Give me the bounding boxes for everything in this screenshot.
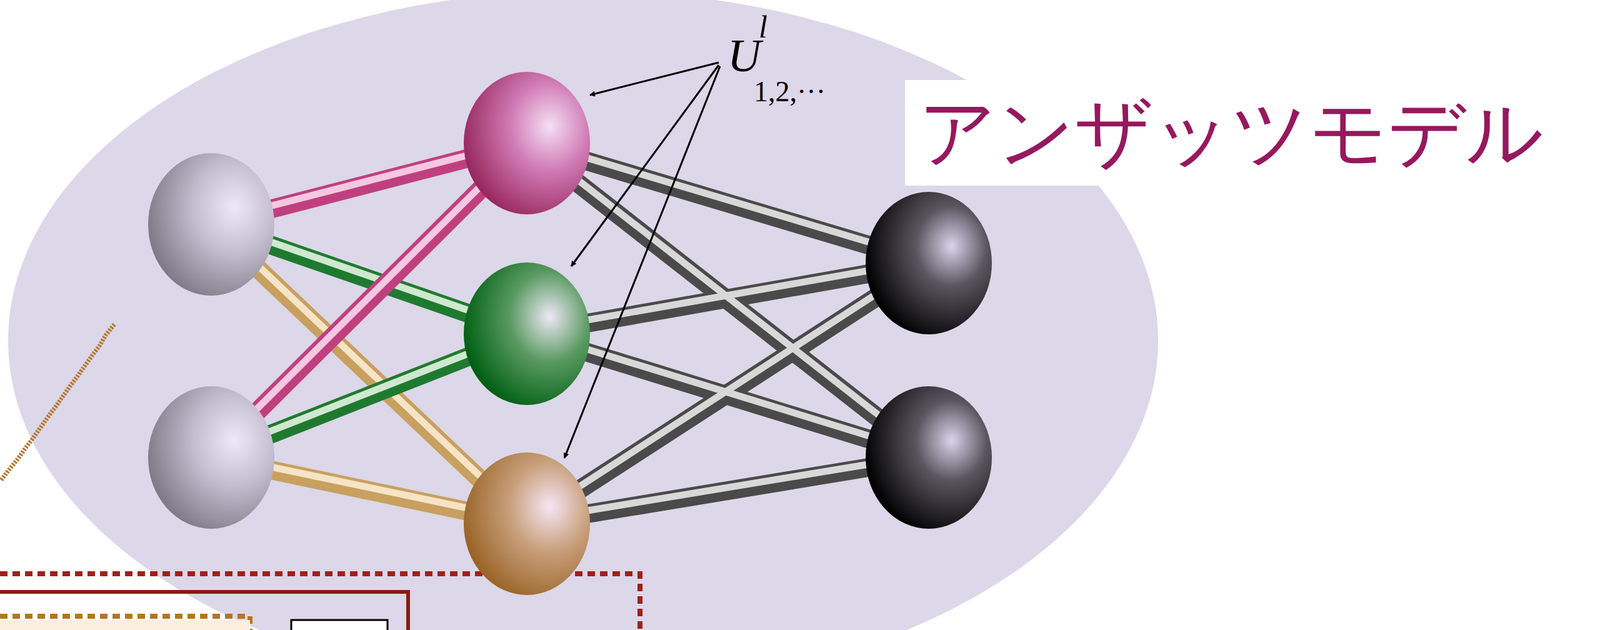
superscript: l — [758, 11, 768, 43]
dotted-frame — [0, 616, 250, 630]
small-box — [291, 620, 388, 630]
squiggle-line — [1, 324, 115, 480]
leader-arrows — [564, 62, 720, 459]
subscript: 1,2,··· — [753, 77, 826, 107]
model-label: アンザッツモデル — [918, 88, 1544, 177]
title-box: アンザッツモデル — [905, 80, 1558, 186]
operator-symbol: U — [727, 32, 761, 79]
spheres — [148, 71, 992, 595]
frame-fill — [0, 620, 250, 630]
